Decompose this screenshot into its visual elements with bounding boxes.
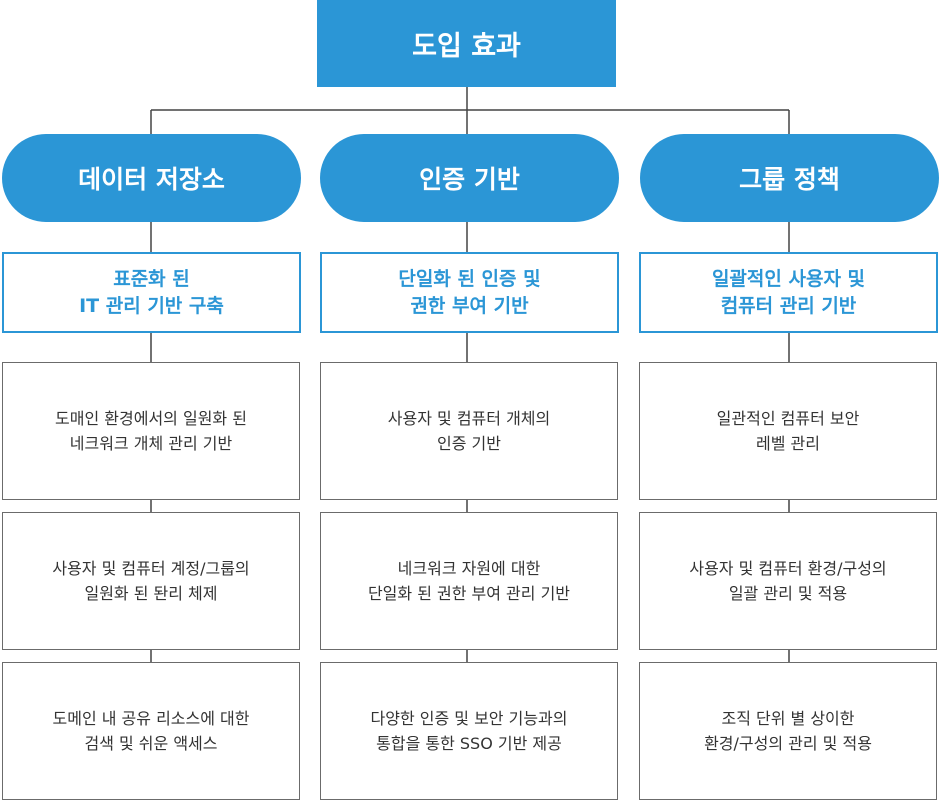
item-text: 조직 단위 별 상이한 환경/구성의 관리 및 적용 <box>704 709 872 753</box>
item-text: 사용자 및 컴퓨터 개체의 인증 기반 <box>387 409 551 453</box>
item-box: 사용자 및 컴퓨터 환경/구성의 일괄 관리 및 적용 <box>639 512 937 650</box>
diagram-title: 도입 효과 <box>317 0 616 87</box>
item-box: 사용자 및 컴퓨터 개체의 인증 기반 <box>320 362 618 500</box>
item-box: 네크워크 자원에 대한 단일화 된 권한 부여 관리 기반 <box>320 512 618 650</box>
item-box: 도매인 환경에서의 일원화 된 네크워크 개체 관리 기반 <box>2 362 300 500</box>
item-box: 다양한 인증 및 보안 기능과의 통합을 통한 SSO 기반 제공 <box>320 662 618 800</box>
item-box: 사용자 및 컴퓨터 계정/그룹의 일원화 된 돤리 체제 <box>2 512 300 650</box>
subtitle-box-col3: 일괄적인 사용자 및 컴퓨터 관리 기반 <box>639 252 938 333</box>
subtitle-text: 일괄적인 사용자 및 컴퓨터 관리 기반 <box>711 267 866 317</box>
item-text: 도메인 내 공유 리소스에 대한 검색 및 쉬운 액세스 <box>52 709 250 753</box>
heading-text: 그룹 정책 <box>739 165 840 194</box>
heading-text: 데이터 저장소 <box>78 165 225 194</box>
item-box: 도메인 내 공유 리소스에 대한 검색 및 쉬운 액세스 <box>2 662 300 800</box>
heading-group-policy: 그룹 정책 <box>640 134 939 222</box>
subtitle-box-col2: 단일화 된 인증 및 권한 부여 기반 <box>320 252 619 333</box>
item-text: 도매인 환경에서의 일원화 된 네크워크 개체 관리 기반 <box>55 409 247 453</box>
item-box: 조직 단위 별 상이한 환경/구성의 관리 및 적용 <box>639 662 937 800</box>
item-text: 일관적인 컴퓨터 보안 레벨 관리 <box>716 409 860 453</box>
subtitle-box-col1: 표준화 된 IT 관리 기반 구축 <box>2 252 301 333</box>
item-text: 다양한 인증 및 보안 기능과의 통합을 통한 SSO 기반 제공 <box>370 709 568 753</box>
diagram-title-text: 도입 효과 <box>412 31 521 62</box>
subtitle-text: 표준화 된 IT 관리 기반 구축 <box>79 267 224 317</box>
heading-text: 인증 기반 <box>419 165 520 194</box>
subtitle-text: 단일화 된 인증 및 권한 부여 기반 <box>398 267 541 317</box>
item-text: 사용자 및 컴퓨터 계정/그룹의 일원화 된 돤리 체제 <box>52 559 250 603</box>
heading-auth-base: 인증 기반 <box>320 134 619 222</box>
item-text: 네크워크 자원에 대한 단일화 된 권한 부여 관리 기반 <box>367 559 571 603</box>
item-box: 일관적인 컴퓨터 보안 레벨 관리 <box>639 362 937 500</box>
heading-data-store: 데이터 저장소 <box>2 134 301 222</box>
item-text: 사용자 및 컴퓨터 환경/구성의 일괄 관리 및 적용 <box>689 559 887 603</box>
